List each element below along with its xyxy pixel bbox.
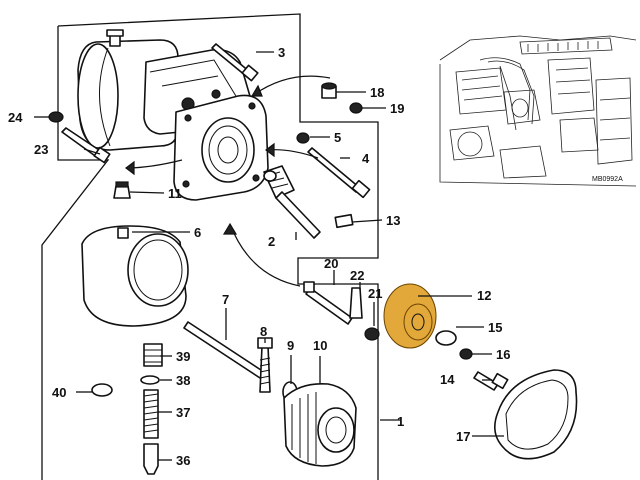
callout-4: 4 [362,151,370,166]
callout-36: 36 [176,453,190,468]
washer-40 [91,383,113,397]
flow-arrow-top [251,75,331,97]
callout-18: 18 [370,85,384,100]
callout-11: 11 [168,186,182,201]
bolt-14 [473,371,509,391]
fitting-11 [113,181,131,199]
leader-lines [34,51,504,461]
nut-24 [48,111,64,123]
washer-5 [296,132,310,144]
washer-19 [349,102,363,114]
callout-2: 2 [268,234,275,249]
bolt-23 [61,127,111,164]
callout-17: 17 [456,429,470,444]
callout-labels: 1 2 3 4 5 6 7 8 9 10 11 12 13 14 15 16 1… [8,45,510,468]
location-inset: MB0992A [439,35,637,187]
pump-body [77,29,269,201]
bolt-3 [211,43,259,82]
callout-24: 24 [8,110,23,125]
flow-arrow-low [229,223,301,287]
callout-23: 23 [34,142,48,157]
spring-37 [143,389,159,439]
callout-1: 1 [397,414,404,429]
washer-15 [435,330,457,346]
callout-22: 22 [350,268,364,283]
bolt-4 [307,147,371,199]
callout-5: 5 [334,130,341,145]
callout-10: 10 [313,338,327,353]
valve-36 [143,443,159,475]
callout-20: 20 [324,256,338,271]
nut-21 [364,327,380,341]
callout-15: 15 [488,320,502,335]
washer-38 [140,375,160,385]
callout-14: 14 [440,372,455,387]
callout-7: 7 [222,292,229,307]
plug-39 [143,343,163,367]
nut-16 [459,348,473,360]
bolt-8 [257,337,273,393]
bolt-20 [305,287,353,325]
callout-3: 3 [278,45,285,60]
bolt-18 [321,82,337,99]
callout-21: 21 [368,286,382,301]
filter-element-10 [283,382,357,467]
callout-6: 6 [194,225,201,240]
callout-8: 8 [260,324,267,339]
filter-bowl [81,225,189,327]
callout-13: 13 [386,213,400,228]
callout-19: 19 [390,101,404,116]
figure-ref: MB0992A [592,176,623,183]
callout-16: 16 [496,347,510,362]
callout-37: 37 [176,405,190,420]
callout-12: 12 [477,288,491,303]
callout-38: 38 [176,373,190,388]
spring-22 [349,287,363,319]
drive-gear-shaft [263,165,321,239]
callout-39: 39 [176,349,190,364]
stud-7 [183,321,265,379]
gear-12 [383,283,437,349]
callout-40: 40 [52,385,66,400]
gasket-17 [494,369,578,460]
callout-9: 9 [287,338,294,353]
key-13 [334,213,354,229]
